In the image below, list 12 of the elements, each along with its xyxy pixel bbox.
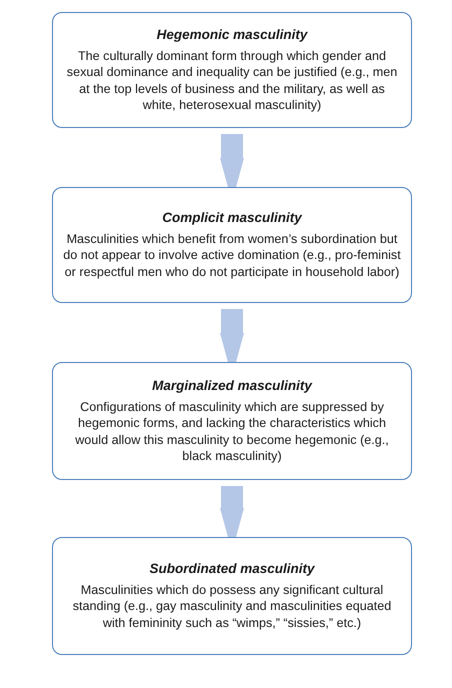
box-description: Configurations of masculinity which are suppressed by hegemonic forms, and lacking the characteristics which would allow this masculinity to become hegemonic (e.g., black masculinity) xyxy=(74,398,390,464)
box-heading: Hegemonic masculinity xyxy=(156,26,308,42)
box-heading: Complicit masculinity xyxy=(162,210,302,225)
box-description: Masculinities which benefit from women’s subordination but do not appear to involve active domination (e.g., pro-feminist or respectful men who do not participate in household labor) xyxy=(62,230,402,280)
box-heading: Marginalized masculinity xyxy=(152,378,312,393)
text-box xyxy=(52,187,412,303)
box-description: The culturally dominant form through which gender and sexual dominance and inequality can be justified (e.g., men at the top levels of business and the military, as well as white, heterosexual masculinity) xyxy=(66,48,398,114)
text-box xyxy=(52,12,412,128)
text-box xyxy=(52,362,412,480)
text-box xyxy=(52,537,412,655)
box-description: Masculinities which do possess any significant cultural standing (e.g., gay masculinity and masculinities equated with femininity such as “wimps,” “sissies,” etc.) xyxy=(72,582,392,632)
box-heading: Subordinated masculinity xyxy=(149,560,315,576)
